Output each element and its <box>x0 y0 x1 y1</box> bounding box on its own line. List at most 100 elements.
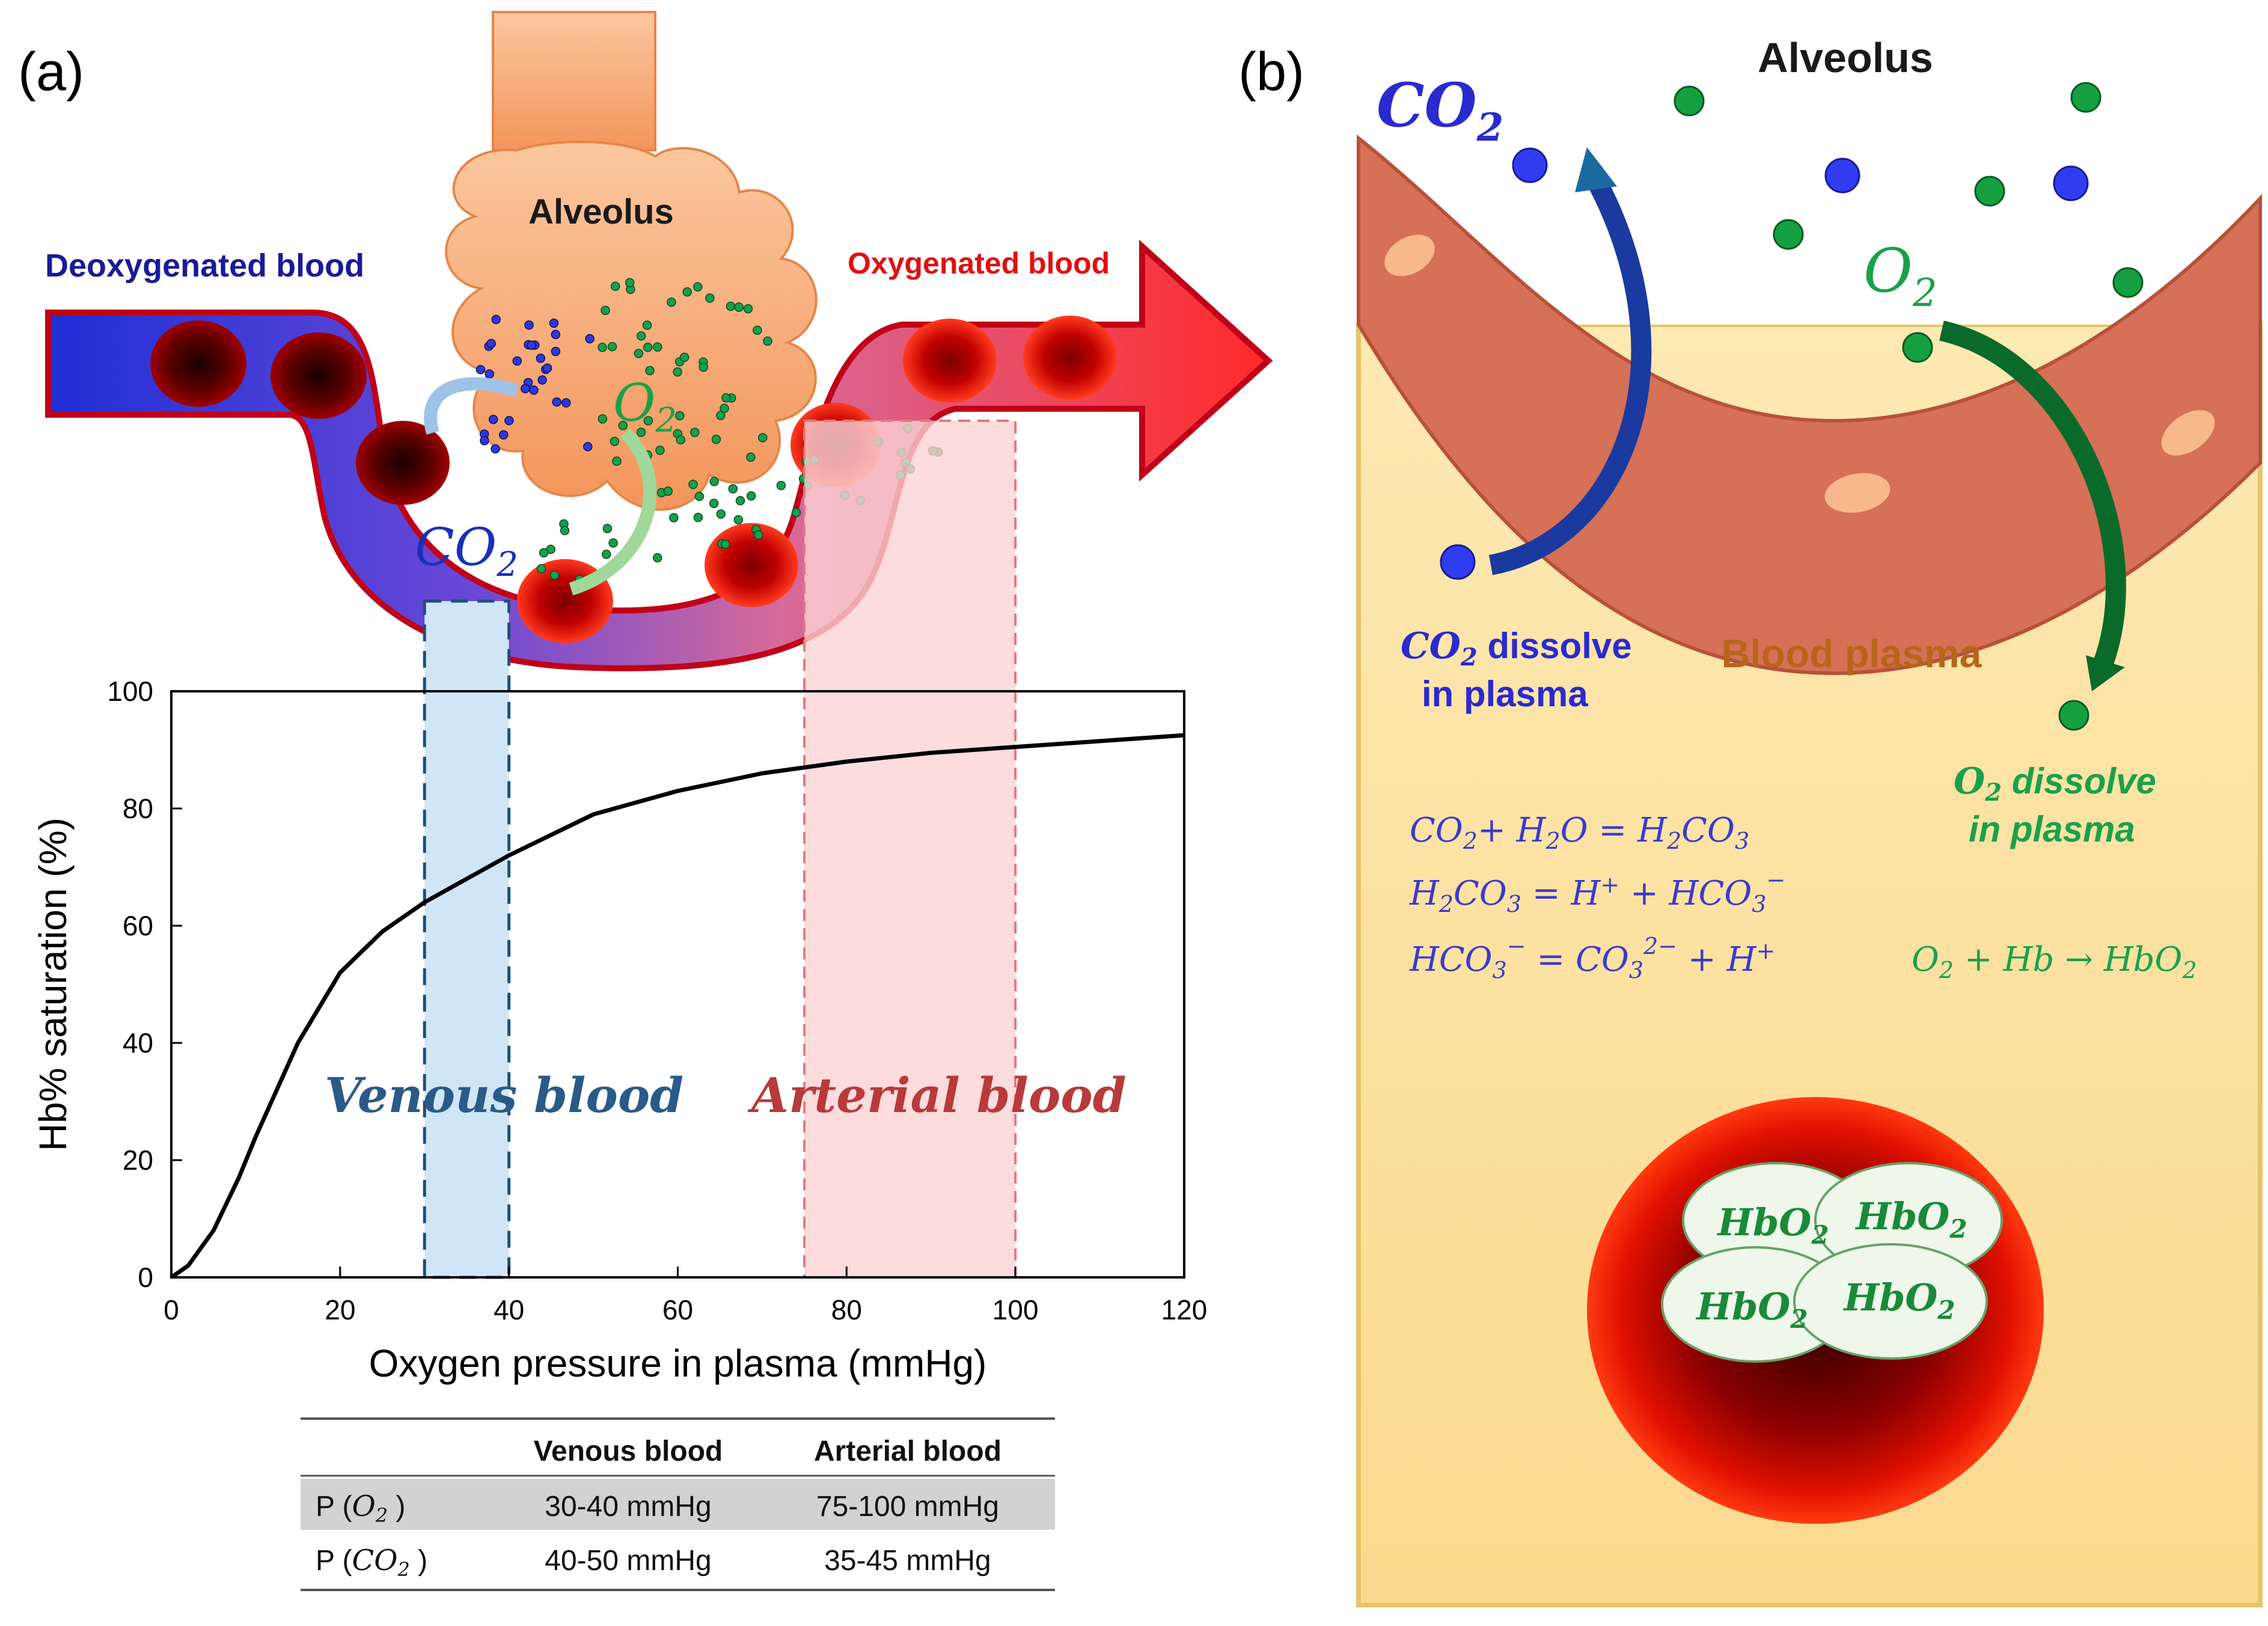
co2-molecule <box>1440 544 1476 580</box>
oxygenated-label: Oxygenated blood <box>848 246 1110 280</box>
o2-molecule <box>679 352 689 362</box>
equation-4: O2 + Hb → HbO2 <box>1912 940 2197 983</box>
o2-molecule <box>602 524 613 533</box>
table-row-label: P (O2 ) <box>316 1490 406 1527</box>
co2-molecule <box>529 385 539 395</box>
venous-label: Venous blood <box>325 1067 683 1123</box>
co2-diffusion-arrow <box>1488 169 1652 575</box>
o2-molecule <box>734 302 744 312</box>
co2-molecule <box>475 365 486 374</box>
o2-molecule <box>690 427 700 437</box>
co2-molecule <box>504 415 514 426</box>
co2-molecule <box>486 338 496 349</box>
y-tick-label: 100 <box>107 676 153 707</box>
o2-molecule <box>598 343 607 352</box>
co2-molecule <box>583 442 593 451</box>
o2-molecule <box>536 564 546 573</box>
o2-molecule <box>746 452 756 462</box>
panel-b-label: (b) <box>1238 42 1304 102</box>
rbc <box>356 421 450 505</box>
table-cell-venous: 30-40 mmHg <box>545 1491 711 1523</box>
table-row-label: P (CO2 ) <box>316 1544 427 1581</box>
co2-molecule <box>549 318 559 328</box>
co2-molecule <box>498 430 509 440</box>
co2-dissolve-text: CO2 dissolve <box>1401 625 1632 671</box>
o2-molecule <box>618 421 628 430</box>
o2-dissolve-text-2: in plasma <box>1969 809 2135 849</box>
o2-molecule <box>653 342 662 352</box>
wall-cell <box>1384 234 1435 277</box>
x-tick-label: 40 <box>494 1294 524 1325</box>
o2-molecule <box>612 456 622 466</box>
venous-range-band <box>423 599 511 1279</box>
o2-molecule <box>716 509 726 519</box>
co2-molecule <box>551 329 561 340</box>
o2-molecule <box>711 435 721 444</box>
equations: CO2+ H2O = H2CO3 H2CO3 = H+ + HCO3− HCO3… <box>1409 811 2197 983</box>
plasma-label: Blood plasma <box>1722 631 1982 676</box>
o2-molecule <box>637 331 646 341</box>
o2-molecule <box>705 293 715 303</box>
equation-3: HCO3− = CO32− + H+ <box>1409 933 1775 983</box>
hbo2-label: HbO2 <box>1695 1285 1808 1334</box>
hbo2-label: HbO2 <box>1854 1194 1967 1244</box>
co2-molecule <box>552 397 561 407</box>
table-header: Arterial blood <box>814 1435 1001 1467</box>
table-header: Venous blood <box>534 1435 723 1467</box>
co2-label-a: CO2 <box>415 518 518 584</box>
o2-molecule <box>709 477 719 486</box>
co2-arrow-head <box>1575 147 1617 192</box>
hbo2-blob <box>1661 1162 2003 1363</box>
o2-arrow-head <box>2086 655 2125 691</box>
y-tick-label: 20 <box>123 1145 153 1176</box>
co2-molecule <box>561 398 571 408</box>
o2-molecule <box>669 513 679 522</box>
co2-molecule <box>1512 147 1548 183</box>
rbc <box>1023 316 1117 400</box>
x-tick-label: 100 <box>992 1294 1039 1325</box>
o2-molecule <box>610 436 620 447</box>
x-tick-label: 0 <box>164 1294 179 1325</box>
alveolus-label-b: Alveolus <box>1758 34 1933 81</box>
o2-molecule <box>763 336 772 346</box>
o2-molecule <box>693 282 703 292</box>
rbc <box>903 319 997 403</box>
o2-molecule <box>743 304 753 314</box>
table-cell-arterial: 35-45 mmHg <box>824 1545 991 1577</box>
co2-molecule <box>536 353 546 363</box>
x-tick-label: 80 <box>831 1294 862 1325</box>
o2-molecule <box>2070 82 2101 113</box>
o2-molecule <box>791 507 801 518</box>
o2-molecule <box>758 433 768 442</box>
o2-molecule <box>675 411 685 421</box>
co2-molecule <box>585 334 595 344</box>
y-tick-label: 60 <box>123 910 153 941</box>
o2-molecule <box>643 416 653 426</box>
o2-molecule <box>636 427 646 437</box>
o2-molecule <box>676 435 686 445</box>
arterial-label: Arterial blood <box>747 1067 1126 1123</box>
alveolus-label-a: Alveolus <box>528 192 674 231</box>
o2-molecule <box>601 549 611 559</box>
o2-molecule <box>667 297 676 307</box>
o2-molecule <box>1902 332 1933 363</box>
o2-molecule <box>753 325 762 335</box>
o2-molecule <box>720 403 729 414</box>
y-axis-label: Hb% saturation (%) <box>31 818 75 1151</box>
co2-molecule <box>527 340 536 350</box>
o2-molecule <box>693 513 703 522</box>
o2-molecule <box>1974 176 2005 207</box>
o2-molecule <box>694 492 705 501</box>
x-tick-label: 60 <box>662 1294 693 1325</box>
equation-1: CO2+ H2O = H2CO3 <box>1410 811 1749 854</box>
o2-molecule <box>776 480 786 491</box>
o2-molecule <box>642 320 652 330</box>
co2-molecule <box>491 444 500 454</box>
o2-molecule <box>733 515 744 525</box>
o2-molecule <box>688 480 698 489</box>
o2-label-b: O2 <box>1863 236 1937 316</box>
saturation-curve <box>170 733 1185 1279</box>
o2-molecule <box>753 530 763 540</box>
